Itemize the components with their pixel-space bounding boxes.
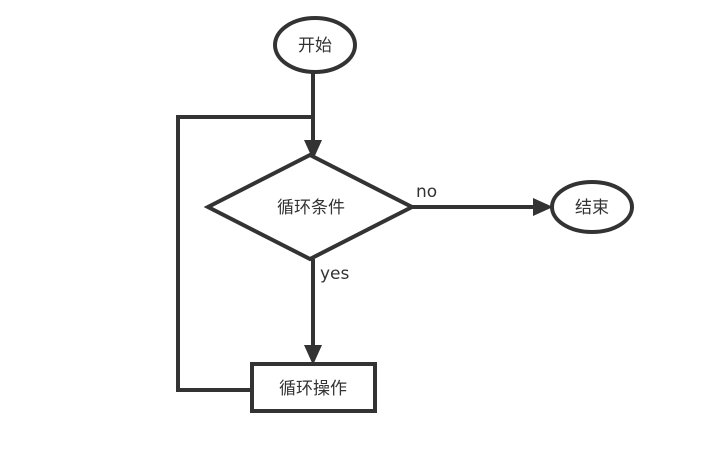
arrow-head-right-to-end — [533, 198, 553, 216]
node-condition-diamond[interactable] — [203, 152, 417, 262]
node-end-label: 结束 — [575, 198, 609, 218]
node-start-ellipse[interactable] — [273, 16, 357, 74]
node-end[interactable]: 结束 — [550, 180, 634, 234]
node-condition[interactable]: 循环条件 — [203, 152, 417, 262]
edge-start-to-condition — [304, 72, 322, 160]
edge-condition-to-operation: yes — [304, 259, 350, 365]
node-start[interactable]: 开始 — [273, 16, 357, 74]
node-start-label: 开始 — [298, 36, 332, 56]
edge-condition-to-end: no — [412, 182, 553, 216]
node-condition-label: 循环条件 — [277, 198, 345, 218]
arrow-head-down-to-condition — [304, 140, 322, 160]
arrow-head-down-to-operation — [304, 345, 322, 365]
edge-operation-loopback-line — [176, 115, 313, 392]
edge-label-yes: yes — [320, 264, 350, 284]
node-operation-rect[interactable] — [250, 362, 377, 413]
node-operation[interactable]: 循环操作 — [250, 362, 377, 413]
node-operation-label: 循环操作 — [279, 379, 347, 399]
edge-operation-loopback — [176, 115, 313, 392]
edge-label-no: no — [416, 182, 437, 202]
node-end-ellipse[interactable] — [550, 180, 634, 234]
